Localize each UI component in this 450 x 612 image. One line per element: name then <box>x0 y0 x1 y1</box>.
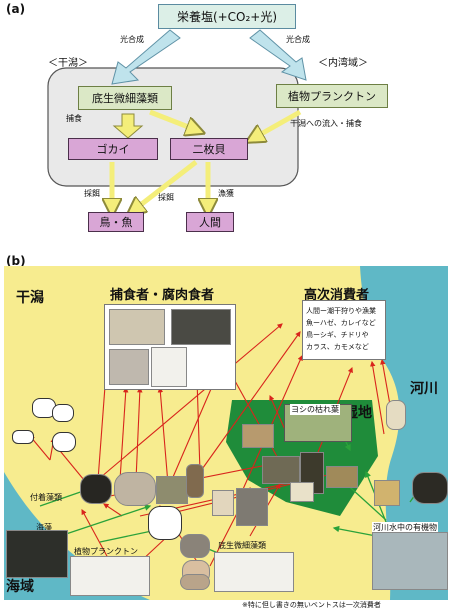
higher-consumer-line: 人間ー潮干狩りや漁業 <box>306 307 376 315</box>
bait-collecting-label-2: 採餌 <box>158 193 174 202</box>
higher-consumers-title: 高次消費者 <box>304 288 370 303</box>
small-clam-photo <box>180 534 210 558</box>
river-bivalve-photo <box>386 400 406 430</box>
seaweed-label: 海藻 <box>36 523 52 532</box>
river-crab-photo <box>374 480 400 506</box>
river-organic-label: 河川水中の有機物 <box>372 522 438 533</box>
nutrient-box: 栄養塩(+CO₂+光) <box>158 4 296 29</box>
predation-arrow <box>112 113 144 139</box>
marsh-shell-photo <box>290 482 314 502</box>
oyster-photo <box>156 476 188 504</box>
phytoplankton-label: 植物プランクトン <box>74 547 138 556</box>
bivalve-photo <box>180 574 210 590</box>
phytoplankton-box: 植物プランクトン <box>276 84 388 108</box>
phytoplankton-to-bivalve-arrow <box>254 109 302 138</box>
higher-consumer-line: 鳥ーシギ、チドリや <box>306 331 369 339</box>
clam-photo <box>114 472 156 506</box>
river-label: 河川 <box>410 381 438 397</box>
reed-litter-label: ヨシの枯れ葉 <box>290 404 340 415</box>
bivalve-box: 二枚貝 <box>170 138 248 160</box>
snail-photo <box>186 464 204 498</box>
worm-photo <box>151 347 187 387</box>
mussel-photo <box>80 474 112 504</box>
bird-fish-box: 鳥・魚 <box>88 212 144 232</box>
marsh-snail-photo-3 <box>326 466 358 488</box>
benthic-algae-box: 底生微細藻類 <box>78 86 172 110</box>
shrimp-photo <box>171 309 231 345</box>
ostracod-drawing <box>52 432 76 452</box>
crab-photo <box>109 309 165 345</box>
algae-to-bivalve-arrow <box>149 109 196 130</box>
bait-collecting-label-1: 採餌 <box>84 189 100 198</box>
isopod-drawing <box>52 404 74 422</box>
panel-a-label: (a) <box>6 2 26 16</box>
photosynthesis-arrow-left <box>111 29 181 85</box>
bivalve-to-birdfish-arrow <box>134 160 198 210</box>
region-left-label: ＜干潟＞ <box>48 58 88 69</box>
lugworm-box: ゴカイ <box>68 138 158 160</box>
benthic-algae-photo <box>214 552 294 592</box>
tubeworm-photo <box>212 490 234 516</box>
seaweed-photo <box>6 530 68 578</box>
moon-snail-photo <box>109 349 149 385</box>
predators-title: 捕食者・腐肉食者 <box>110 288 215 303</box>
phytoplankton-photo <box>70 556 150 596</box>
inflow-predation-label: 干潟への流入・捕食 <box>290 119 362 128</box>
marsh-snail-photo-1 <box>262 456 300 484</box>
corbicula-photo <box>412 472 448 504</box>
predation-label: 捕食 <box>66 114 82 123</box>
marsh-crab-photo <box>242 424 274 448</box>
panel-b-label: (b) <box>6 254 26 268</box>
amphipod-drawing <box>12 430 34 444</box>
river-water-photo <box>372 532 448 590</box>
fishing-label: 漁獲 <box>218 189 234 198</box>
higher-consumer-line: カラス、カモメなど <box>306 343 369 351</box>
tidal-flat-label: 干潟 <box>16 290 44 306</box>
lugworm-drawing <box>148 506 182 540</box>
region-right-label: ＜内湾域＞ <box>318 58 368 69</box>
footnote: ※特に但し書きの無いベントスは一次消費者 <box>242 601 381 609</box>
human-box: 人間 <box>186 212 234 232</box>
photosynthesis-label-right: 光合成 <box>286 35 310 44</box>
benthic-algae-label: 底生微細藻類 <box>218 541 266 550</box>
sea-area-label: 海域 <box>6 579 34 595</box>
photosynthesis-arrow-right <box>249 29 307 81</box>
photosynthesis-label-left: 光合成 <box>120 35 144 44</box>
burrow-photo <box>236 488 268 526</box>
higher-consumers-box: 人間ー潮干狩りや漁業 魚ーハゼ、カレイなど 鳥ーシギ、チドリや カラス、カモメな… <box>302 300 386 360</box>
attached-algae-label: 付着藻類 <box>30 493 62 502</box>
predators-photo-frame <box>104 304 236 390</box>
higher-consumer-line: 魚ーハゼ、カレイなど <box>306 319 376 327</box>
